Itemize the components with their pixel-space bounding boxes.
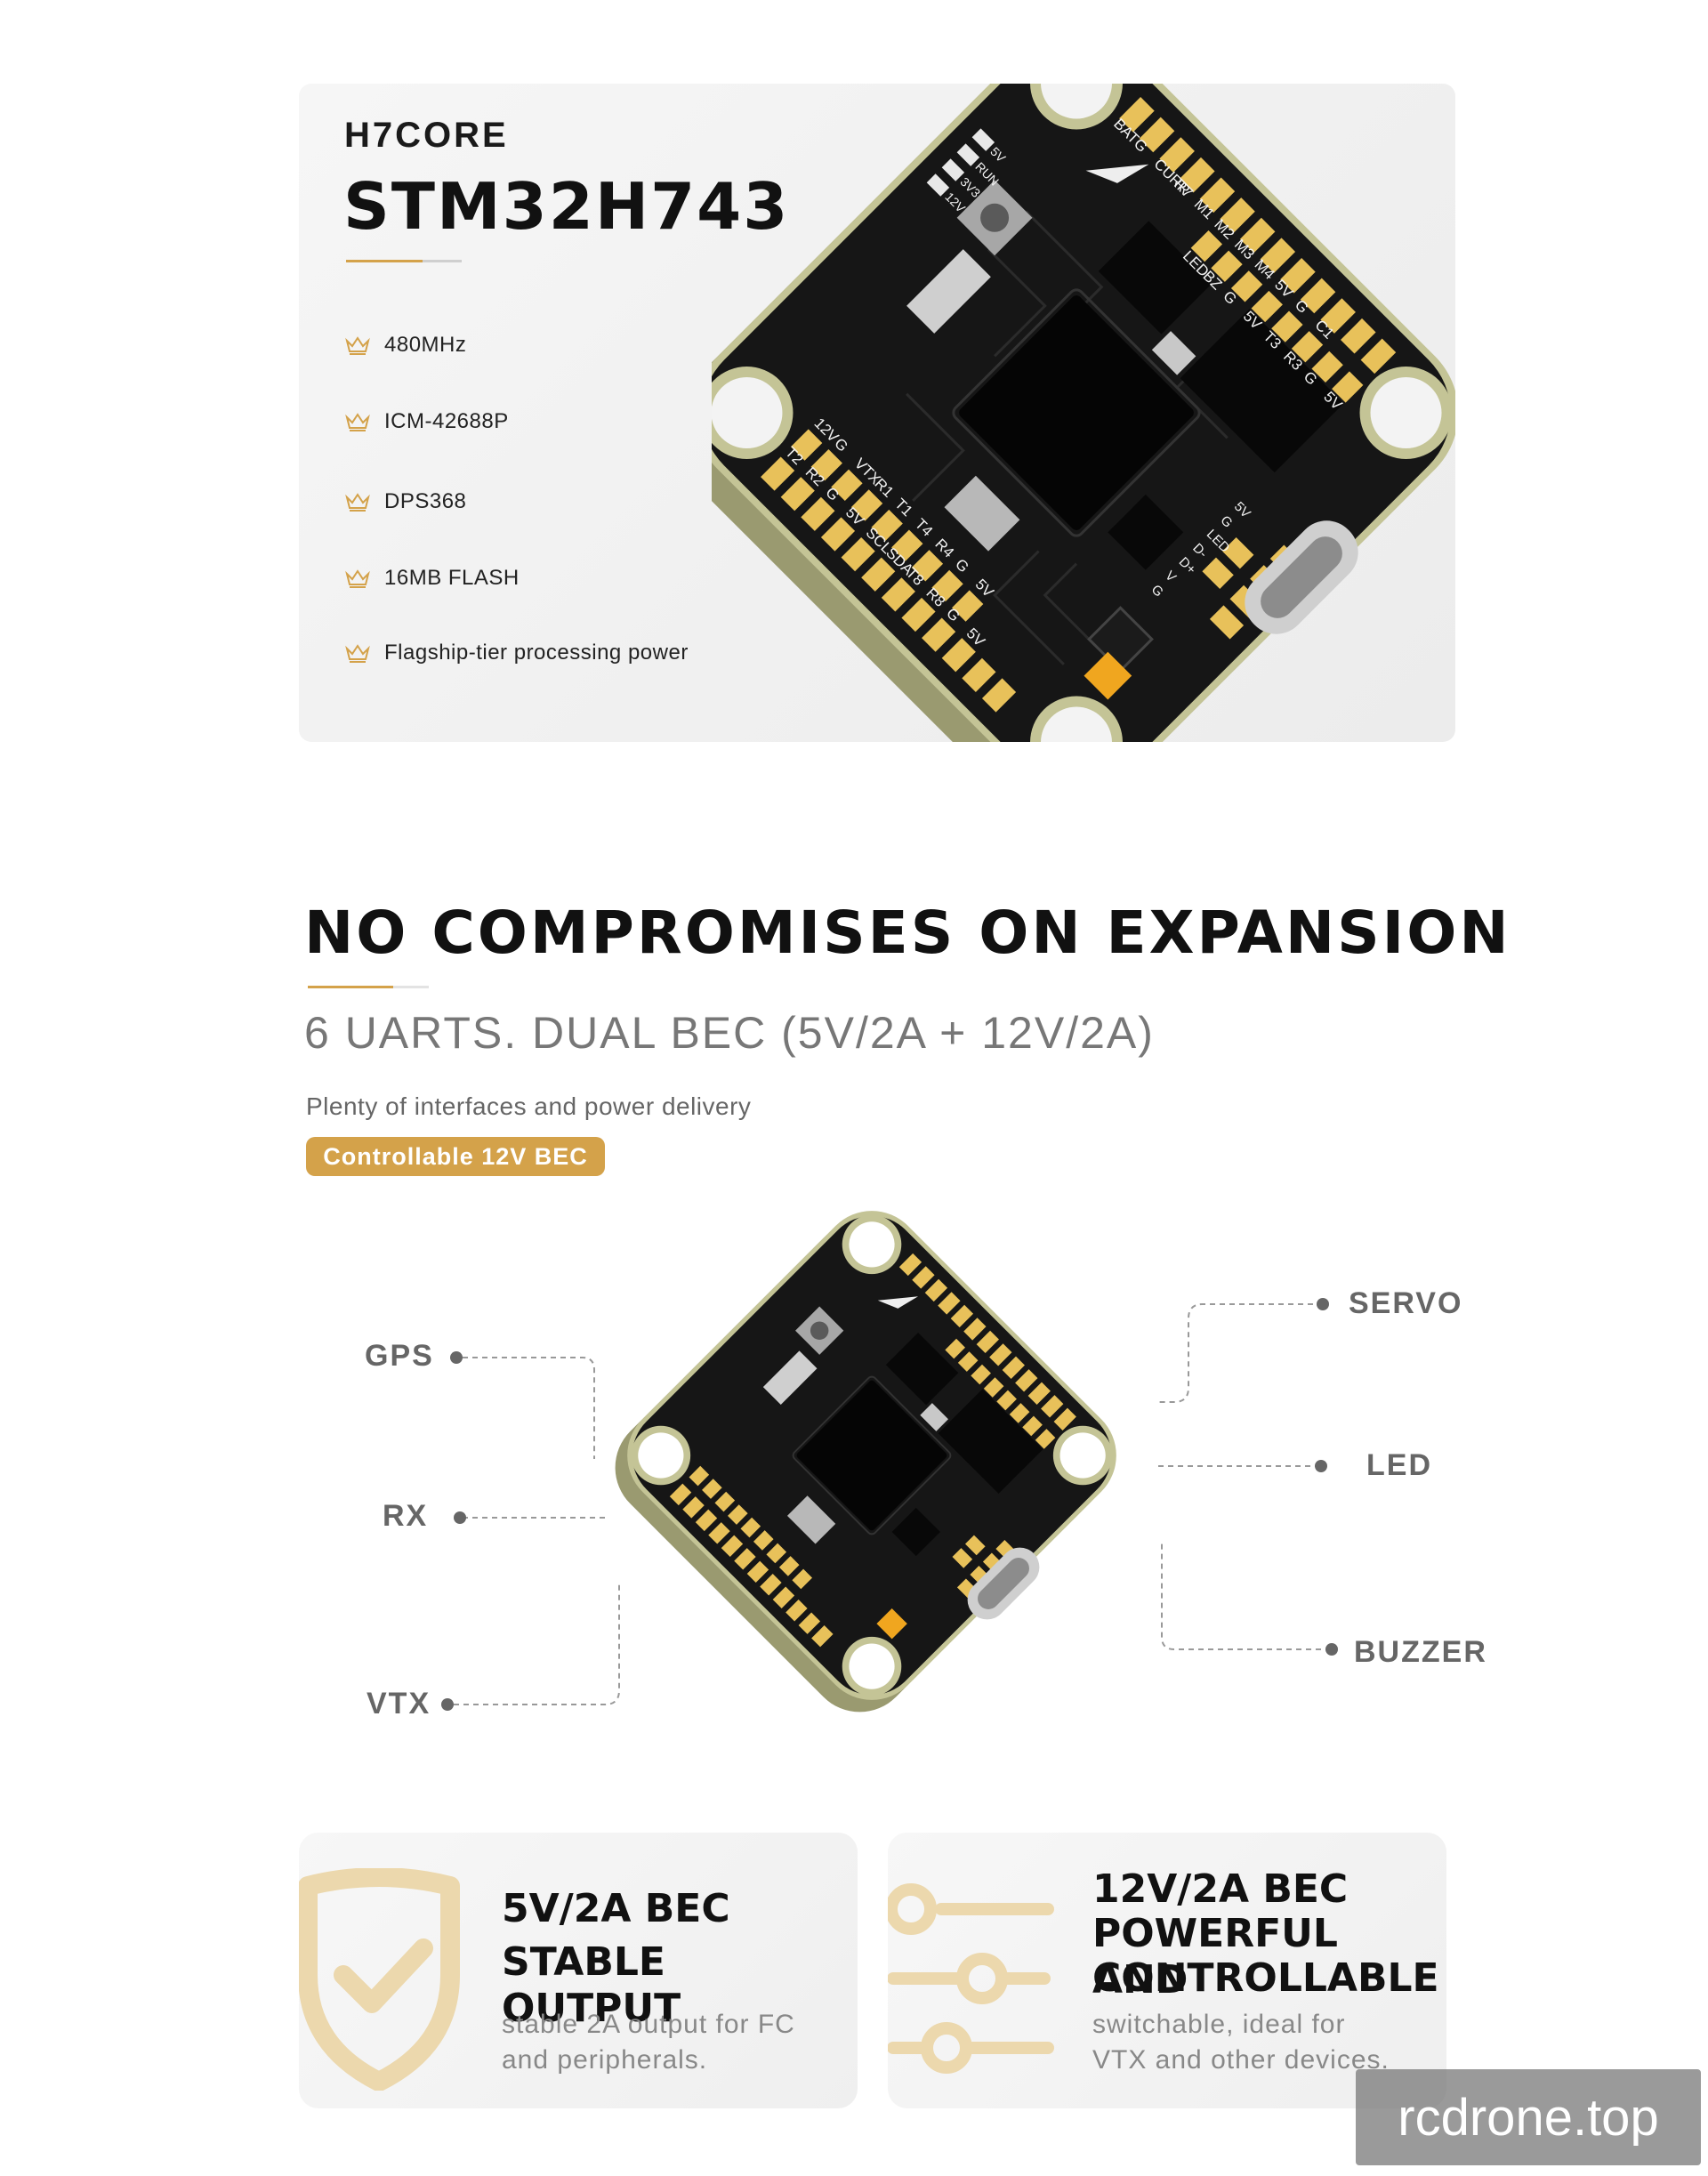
- spec-text: Flagship-tier processing power: [384, 641, 689, 665]
- led-dot: [1315, 1460, 1327, 1472]
- spec-item: 16MB FLASH: [345, 562, 520, 594]
- crown-icon: [345, 644, 370, 663]
- card-title-line: 12V/2A BEC: [1092, 1866, 1349, 1912]
- section-description: Plenty of interfaces and power delivery: [306, 1092, 752, 1120]
- card-desc-line: VTX and other devices.: [1092, 2045, 1390, 2075]
- callout-buzzer: BUZZER: [1354, 1635, 1487, 1669]
- sliders-icon: [888, 1883, 1054, 2074]
- gps-dot: [450, 1351, 463, 1364]
- crown-icon: [345, 336, 370, 355]
- spec-item: ICM-42688P: [345, 406, 509, 438]
- card-desc-line: stable 2A output for FC: [502, 2010, 795, 2039]
- bec-badge: Controllable 12V BEC: [306, 1137, 605, 1176]
- crown-icon: [345, 413, 370, 431]
- section-underline: [308, 986, 429, 988]
- rx-dot: [454, 1511, 466, 1524]
- flight-controller-diagram: [615, 1211, 1116, 1713]
- spec-text: ICM-42688P: [384, 409, 509, 433]
- flight-controller-image: BATGCURRR7M1M2M3M45VGC1LEDBZG5VT3R3G5V12…: [712, 84, 1455, 742]
- callout-servo: SERVO: [1349, 1286, 1463, 1320]
- section-title: NO COMPROMISES ON EXPANSION: [304, 899, 1511, 967]
- spec-item: DPS368: [345, 486, 466, 518]
- callout-rx: RX: [383, 1499, 429, 1533]
- model-title: STM32H743: [343, 169, 790, 244]
- callout-led: LED: [1366, 1448, 1432, 1482]
- watermark: rcdrone.top: [1356, 2069, 1701, 2165]
- buzzer-dot: [1325, 1643, 1338, 1656]
- spec-item: 480MHz: [345, 329, 466, 361]
- card-desc-line: switchable, ideal for: [1092, 2010, 1346, 2039]
- card-title-line: 5V/2A BEC: [502, 1886, 730, 1931]
- vtx-dot: [441, 1698, 454, 1711]
- shield-check-icon: [299, 1868, 460, 2091]
- spec-text: 16MB FLASH: [384, 566, 520, 590]
- crown-icon: [345, 493, 370, 512]
- card-title-line: STABLE OUTPUT: [502, 1939, 681, 2031]
- callout-gps: GPS: [365, 1339, 434, 1373]
- title-underline: [346, 260, 462, 262]
- crown-icon: [345, 569, 370, 588]
- callout-lines: [454, 1303, 1331, 1705]
- bec-5v-card: 5V/2A BEC STABLE OUTPUT stable 2A output…: [299, 1833, 858, 2108]
- card-title-line: POWERFUL AND: [1092, 1911, 1338, 2003]
- bec-12v-card: 12V/2A BEC POWERFUL AND CONTROLLABLE swi…: [888, 1833, 1446, 2108]
- card-title-line: CONTROLLABLE: [1092, 1955, 1439, 2001]
- callout-vtx: VTX: [367, 1687, 431, 1721]
- spec-item: Flagship-tier processing power: [345, 637, 689, 669]
- servo-dot: [1317, 1298, 1329, 1310]
- section-subtitle: 6 UARTS. DUAL BEC (5V/2A + 12V/2A): [304, 1008, 1155, 1058]
- brand-label: H7CORE: [344, 116, 509, 155]
- card-desc-line: and peripherals.: [502, 2045, 708, 2075]
- spec-text: DPS368: [384, 489, 467, 513]
- spec-text: 480MHz: [384, 333, 467, 357]
